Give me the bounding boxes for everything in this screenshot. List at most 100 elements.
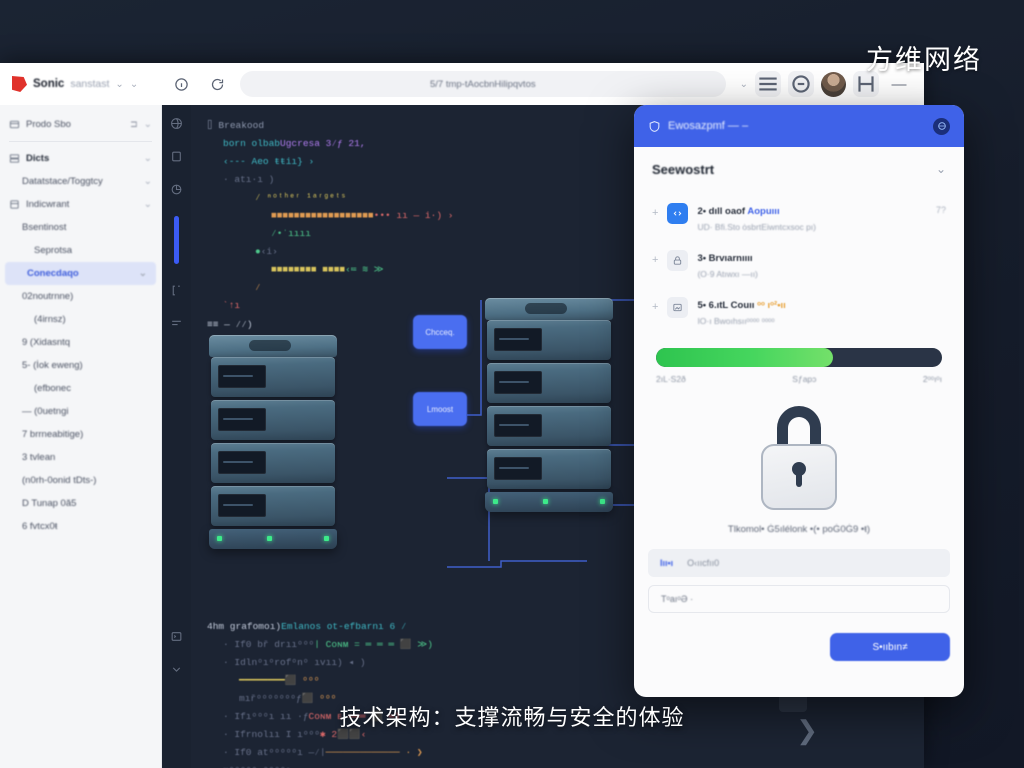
sidebar-item-3[interactable]: Indicwrant⌄ <box>0 193 161 216</box>
info-icon[interactable] <box>172 75 190 93</box>
diagram-node-upper[interactable]: Chcceq. <box>413 315 467 349</box>
avatar[interactable] <box>821 71 846 97</box>
field-primary-value: O‹ııcfıı0 <box>687 558 720 568</box>
code-line: ˋ↑ı <box>207 297 908 315</box>
split-icon[interactable] <box>853 71 879 97</box>
diagram-node-lower[interactable]: Lmoost <box>413 392 467 426</box>
chevron-down-icon[interactable]: ⌄ <box>143 153 152 164</box>
server-cap <box>485 298 613 320</box>
sidebar-item-10[interactable]: 5- (İok eweng) <box>0 354 161 377</box>
collapse-chevron-icon[interactable]: ⌄ <box>935 162 946 176</box>
sidebar-item-9[interactable]: 9 (Xidasntq <box>0 331 161 354</box>
extension-icon[interactable] <box>788 71 814 97</box>
brand-chevron-down-icon-2[interactable]: ⌄ <box>129 78 139 90</box>
terminal-icon[interactable] <box>170 630 183 643</box>
chevron-down-icon[interactable]: ⌄ <box>143 176 152 187</box>
sidebar-item-13[interactable]: 7 brrneabitige) <box>0 423 161 446</box>
sidebar-item-15[interactable]: (n0rh-0onid tDts-) <box>0 469 161 492</box>
field-secondary[interactable]: TᵒaıᵒƏ · <box>648 585 950 613</box>
chevron-down-icon[interactable]: ⌄ <box>143 199 152 210</box>
globe-badge-icon[interactable] <box>933 117 950 135</box>
panel-form: Iıı•ı O‹ııcfıı0 TᵒaıᵒƏ · <box>634 549 964 613</box>
sidebar-item-label: 9 (Xidasntq <box>22 337 71 348</box>
sidebar-item-2[interactable]: Datatstace/Toggtcy⌄ <box>0 170 161 193</box>
chart-icon[interactable] <box>170 183 183 196</box>
expand-plus-icon[interactable]: + <box>652 207 659 219</box>
field-secondary-label: TᵒaıᵒƏ · <box>661 594 694 604</box>
chevron-down-icon[interactable]: ⌄ <box>143 119 152 130</box>
toolbar-left-icons <box>172 75 226 93</box>
minimize-button[interactable]: — <box>891 75 907 93</box>
submit-button[interactable]: S•ııbın≠ <box>830 633 950 661</box>
panel-section-title: Seewostrt <box>652 161 715 177</box>
server-unit <box>211 400 901 440</box>
brand-chevron-down-icon[interactable]: ⌄ <box>115 78 124 90</box>
sidebar-item-16[interactable]: D Tunap 0ă5 <box>0 492 161 515</box>
code-line: ■■■■■■■■■■■■■■■■■■••• ıı — i·) › <box>207 207 908 225</box>
brand[interactable]: Sonic sanstast ⌄ ⌄ <box>0 76 162 92</box>
globe-icon[interactable] <box>170 117 183 130</box>
panel-section-header[interactable]: Seewostrt ⌄ <box>634 147 964 191</box>
expand-plus-icon[interactable]: + <box>652 301 659 313</box>
field-primary[interactable]: Iıı•ı O‹ııcfıı0 <box>648 549 950 577</box>
refresh-icon[interactable] <box>208 75 226 93</box>
sidebar-item-6[interactable]: Conecdaqo⌄ <box>5 262 156 285</box>
server-unit <box>487 406 611 446</box>
server-unit <box>487 320 611 360</box>
sidebar-item-11[interactable]: (efbonec <box>0 377 161 400</box>
sidebar-item-7[interactable]: 02noutrnne) <box>0 285 161 308</box>
code-token: · Ifrnolıı I ıᵒᵒᵒ <box>223 729 320 741</box>
sidebar-item-label: Prodo Sbo <box>26 119 71 130</box>
chevron-down-icon[interactable] <box>170 663 183 676</box>
address-chevron-icon[interactable]: ⌄ <box>739 78 748 90</box>
brand-logo-icon <box>12 76 27 92</box>
sidebar-item-14[interactable]: 3 tvlean <box>0 446 161 469</box>
progress-label-mid: Sƒapɔ <box>792 374 817 384</box>
sidebar-item-5[interactable]: Seprotsa <box>0 239 161 262</box>
sidebar-item-1[interactable]: Dicts⌄ <box>0 147 161 170</box>
code-content-bottom[interactable]: 4hm grafomoı) Emlanos ot-efbarnı 6 ⁄· If… <box>191 618 924 768</box>
bracket-icon[interactable] <box>170 284 183 297</box>
code-lines-bottom: 4hm grafomoı) Emlanos ot-efbarnı 6 ⁄· If… <box>207 618 908 768</box>
sidebar-item-trail: ⊐ <box>130 119 138 129</box>
code-token: Emlanos ot-efbarnı 6 ⁄ <box>281 621 407 632</box>
sidebar-divider <box>9 141 152 142</box>
code-token: ⁄ ⁿᵒᵗʰᵉʳ ¹ᵃʳᵍᵉᵗˢ <box>255 192 347 204</box>
code-token: ⁄ <box>255 282 261 294</box>
sidebar-item-0[interactable]: Prodo Sbo ⊐ ⌄ <box>0 113 161 136</box>
next-arrow-icon[interactable]: ❯ <box>796 715 818 745</box>
code-token: mᵒᵒᵒᵒᵒ ᵒᵒᵒᵒı <box>223 762 291 768</box>
code-token: · Idlnᵒıᵒrofᵒnᵒ ıvıı) ◂ ) <box>223 657 366 669</box>
expand-plus-icon[interactable]: + <box>652 254 659 266</box>
code-token: Ugcresa 3⁄ƒ 21, <box>280 138 366 150</box>
menu-icon[interactable] <box>755 71 781 97</box>
panel-icon <box>9 119 20 130</box>
layers-icon <box>9 153 20 164</box>
code-token: ■■■■■■■■■■■■■■■■■■ <box>271 210 374 222</box>
code-token: Cᴏɴᴍ ᴇ ═══ ⬛ ═) <box>308 711 401 723</box>
sidebar-item-17[interactable]: 6 fvtcx0ŧ <box>0 515 161 538</box>
tag-icon[interactable] <box>170 317 183 330</box>
server-base <box>209 529 337 549</box>
address-bar[interactable]: 5/7 tmp-tAocbnHilipqvtos <box>240 71 726 97</box>
sidebar-item-12[interactable]: — (0uetngi <box>0 400 161 423</box>
image-icon <box>667 297 689 318</box>
sidebar-item-label: 02noutrnne) <box>22 291 74 302</box>
panel-list-item[interactable]: +3• Brvıarnıııı (O·9 Atıwxı —ıı) <box>646 240 952 287</box>
sidebar-item-label: 7 brrneabitige) <box>22 429 84 440</box>
code-line: · Idlnᵒıᵒrofᵒnᵒ ıvıı) ◂ ) <box>207 654 908 672</box>
server-unit <box>211 443 901 483</box>
code-line: ⁄ <box>207 279 908 297</box>
code-line: · atı·ı ) <box>207 171 908 189</box>
sidebar-item-4[interactable]: Bsentinost <box>0 216 161 239</box>
chevron-down-icon[interactable]: ⌄ <box>138 268 147 279</box>
code-token: ───────────── · ❯ <box>325 747 423 759</box>
code-token: ✱ 2⬛⬛‹ <box>319 729 367 741</box>
file-icon[interactable] <box>170 150 183 163</box>
sidebar-item-8[interactable]: (4irnsz) <box>0 308 161 331</box>
panel-item-title: 2• dıll oaof Aopuııı <box>697 206 780 217</box>
